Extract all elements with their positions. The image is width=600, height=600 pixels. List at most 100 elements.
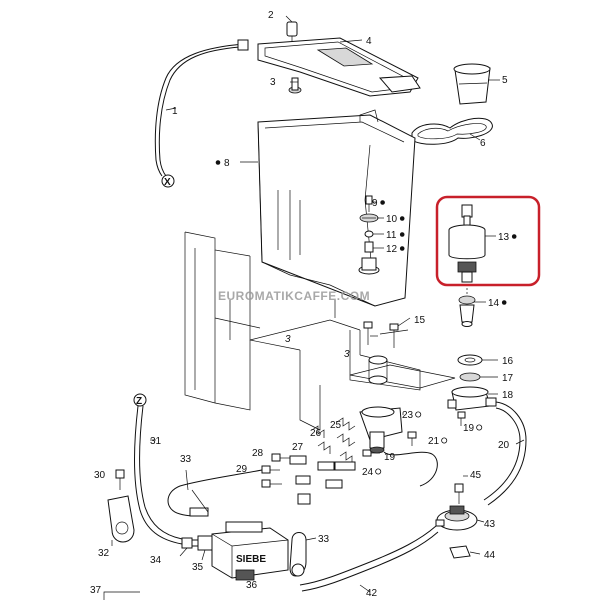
callout-28: 28 — [252, 448, 264, 459]
callout-23-open-dot — [415, 411, 422, 418]
part-32-bracket — [107, 495, 135, 543]
tank-base-plate — [349, 355, 456, 389]
callout-21: 21 — [428, 436, 440, 447]
callout-10-dot — [399, 216, 405, 221]
part-34-fitting — [181, 537, 201, 549]
part-3-screw — [288, 77, 302, 94]
callout-17: 17 — [502, 373, 514, 384]
callout-9-dot — [380, 200, 385, 205]
callout-8: 8 — [224, 158, 230, 169]
part-16-ring — [457, 354, 483, 366]
leader-lines — [111, 15, 525, 593]
callout-16: 16 — [502, 356, 514, 367]
part-21-screw — [407, 431, 417, 446]
callout-42: 42 — [366, 588, 378, 599]
part-15-screws — [363, 321, 409, 348]
callout-12: 12 — [386, 244, 398, 255]
callout-11: 11 — [386, 230, 397, 241]
callout-1: 1 — [172, 106, 178, 117]
tank-mark-a: 3 — [285, 334, 291, 345]
callout-36: 36 — [246, 580, 258, 591]
part-42-hose — [299, 525, 437, 586]
part-33b-elbow — [289, 532, 307, 577]
part-25-spring — [336, 417, 356, 447]
hose-1 — [158, 46, 241, 177]
callout-18: 18 — [502, 390, 514, 401]
part-11-valve — [364, 230, 374, 238]
callout-8-dot — [215, 160, 221, 165]
part-10-spring — [359, 213, 379, 223]
callout-19b: 19 — [384, 452, 396, 463]
callout-45: 45 — [470, 470, 482, 481]
part-13-float-valve — [448, 204, 486, 283]
part-44-bracket — [449, 545, 471, 559]
callout-19a-open-dot — [476, 424, 483, 431]
callout-4: 4 — [366, 36, 372, 47]
part-24-valve — [334, 451, 356, 471]
callout-29: 29 — [236, 464, 248, 475]
tank-mark-b: 3 — [344, 349, 350, 360]
part-43-flowmeter — [435, 505, 478, 531]
callout-31: 31 — [150, 436, 162, 447]
part-6-gasket — [411, 117, 493, 145]
callout-3: 3 — [270, 77, 276, 88]
callout-43: 43 — [484, 519, 496, 530]
hose-1-fitting — [237, 39, 249, 51]
part-36-pump — [211, 521, 289, 581]
callout-2: 2 — [268, 10, 274, 21]
part-28-screw — [271, 453, 290, 462]
callout-12-dot — [399, 246, 405, 251]
callout-14-dot — [501, 300, 507, 305]
callout-15: 15 — [414, 315, 426, 326]
callout-25: 25 — [330, 420, 342, 431]
highlight-box — [435, 195, 541, 287]
callout-5: 5 — [502, 75, 508, 86]
callout-37: 37 — [90, 585, 102, 596]
part-29-screw — [261, 465, 282, 488]
callout-24: 24 — [362, 467, 374, 478]
callout-21-open-dot — [441, 437, 448, 444]
part-8-water-tank — [257, 109, 416, 307]
callout-11-dot — [399, 232, 405, 237]
callout-13-dot — [511, 234, 517, 239]
callout-6: 6 — [480, 138, 486, 149]
part-12-seal — [364, 241, 374, 253]
callout-33b: 33 — [318, 534, 330, 545]
watermark: EUROMATIKCAFFE.COM — [218, 289, 370, 303]
part-23-valve-block — [359, 406, 403, 454]
part-14-seal — [458, 295, 476, 327]
part-19a-screw — [457, 411, 466, 426]
callout-26: 26 — [310, 428, 322, 439]
hose-23-to-pump — [383, 451, 438, 487]
callout-labels: 1234568910111213141516171819192021232425… — [90, 10, 517, 599]
callout-23: 23 — [402, 410, 414, 421]
part-35-fitting — [197, 535, 213, 551]
callout-24-open-dot — [375, 468, 382, 475]
part-5-cup — [453, 63, 491, 105]
part-27-clips — [289, 455, 343, 505]
connector-z-label: Z — [136, 396, 142, 407]
callout-14: 14 — [488, 298, 500, 309]
callout-19a: 19 — [463, 423, 475, 434]
part-17-seal — [459, 372, 481, 382]
callout-44: 44 — [484, 550, 496, 561]
tank-outlet — [358, 257, 380, 275]
callout-30: 30 — [94, 470, 106, 481]
callout-32: 32 — [98, 548, 110, 559]
callout-10: 10 — [386, 214, 398, 225]
part-31-hose — [134, 405, 183, 545]
part-33-fitting — [189, 507, 209, 517]
connector-x-circle — [161, 174, 175, 188]
callout-9: 9 — [372, 198, 378, 209]
part-30-screw — [115, 469, 125, 490]
callout-35: 35 — [192, 562, 204, 573]
part-4-lid — [257, 37, 421, 97]
part-18-valve-body — [447, 386, 497, 411]
callout-27: 27 — [292, 442, 304, 453]
connector-x-label: X — [164, 177, 171, 188]
part-9-screw — [365, 195, 373, 212]
callout-20: 20 — [498, 440, 510, 451]
connector-z-circle — [133, 393, 147, 407]
callout-13: 13 — [498, 232, 510, 243]
